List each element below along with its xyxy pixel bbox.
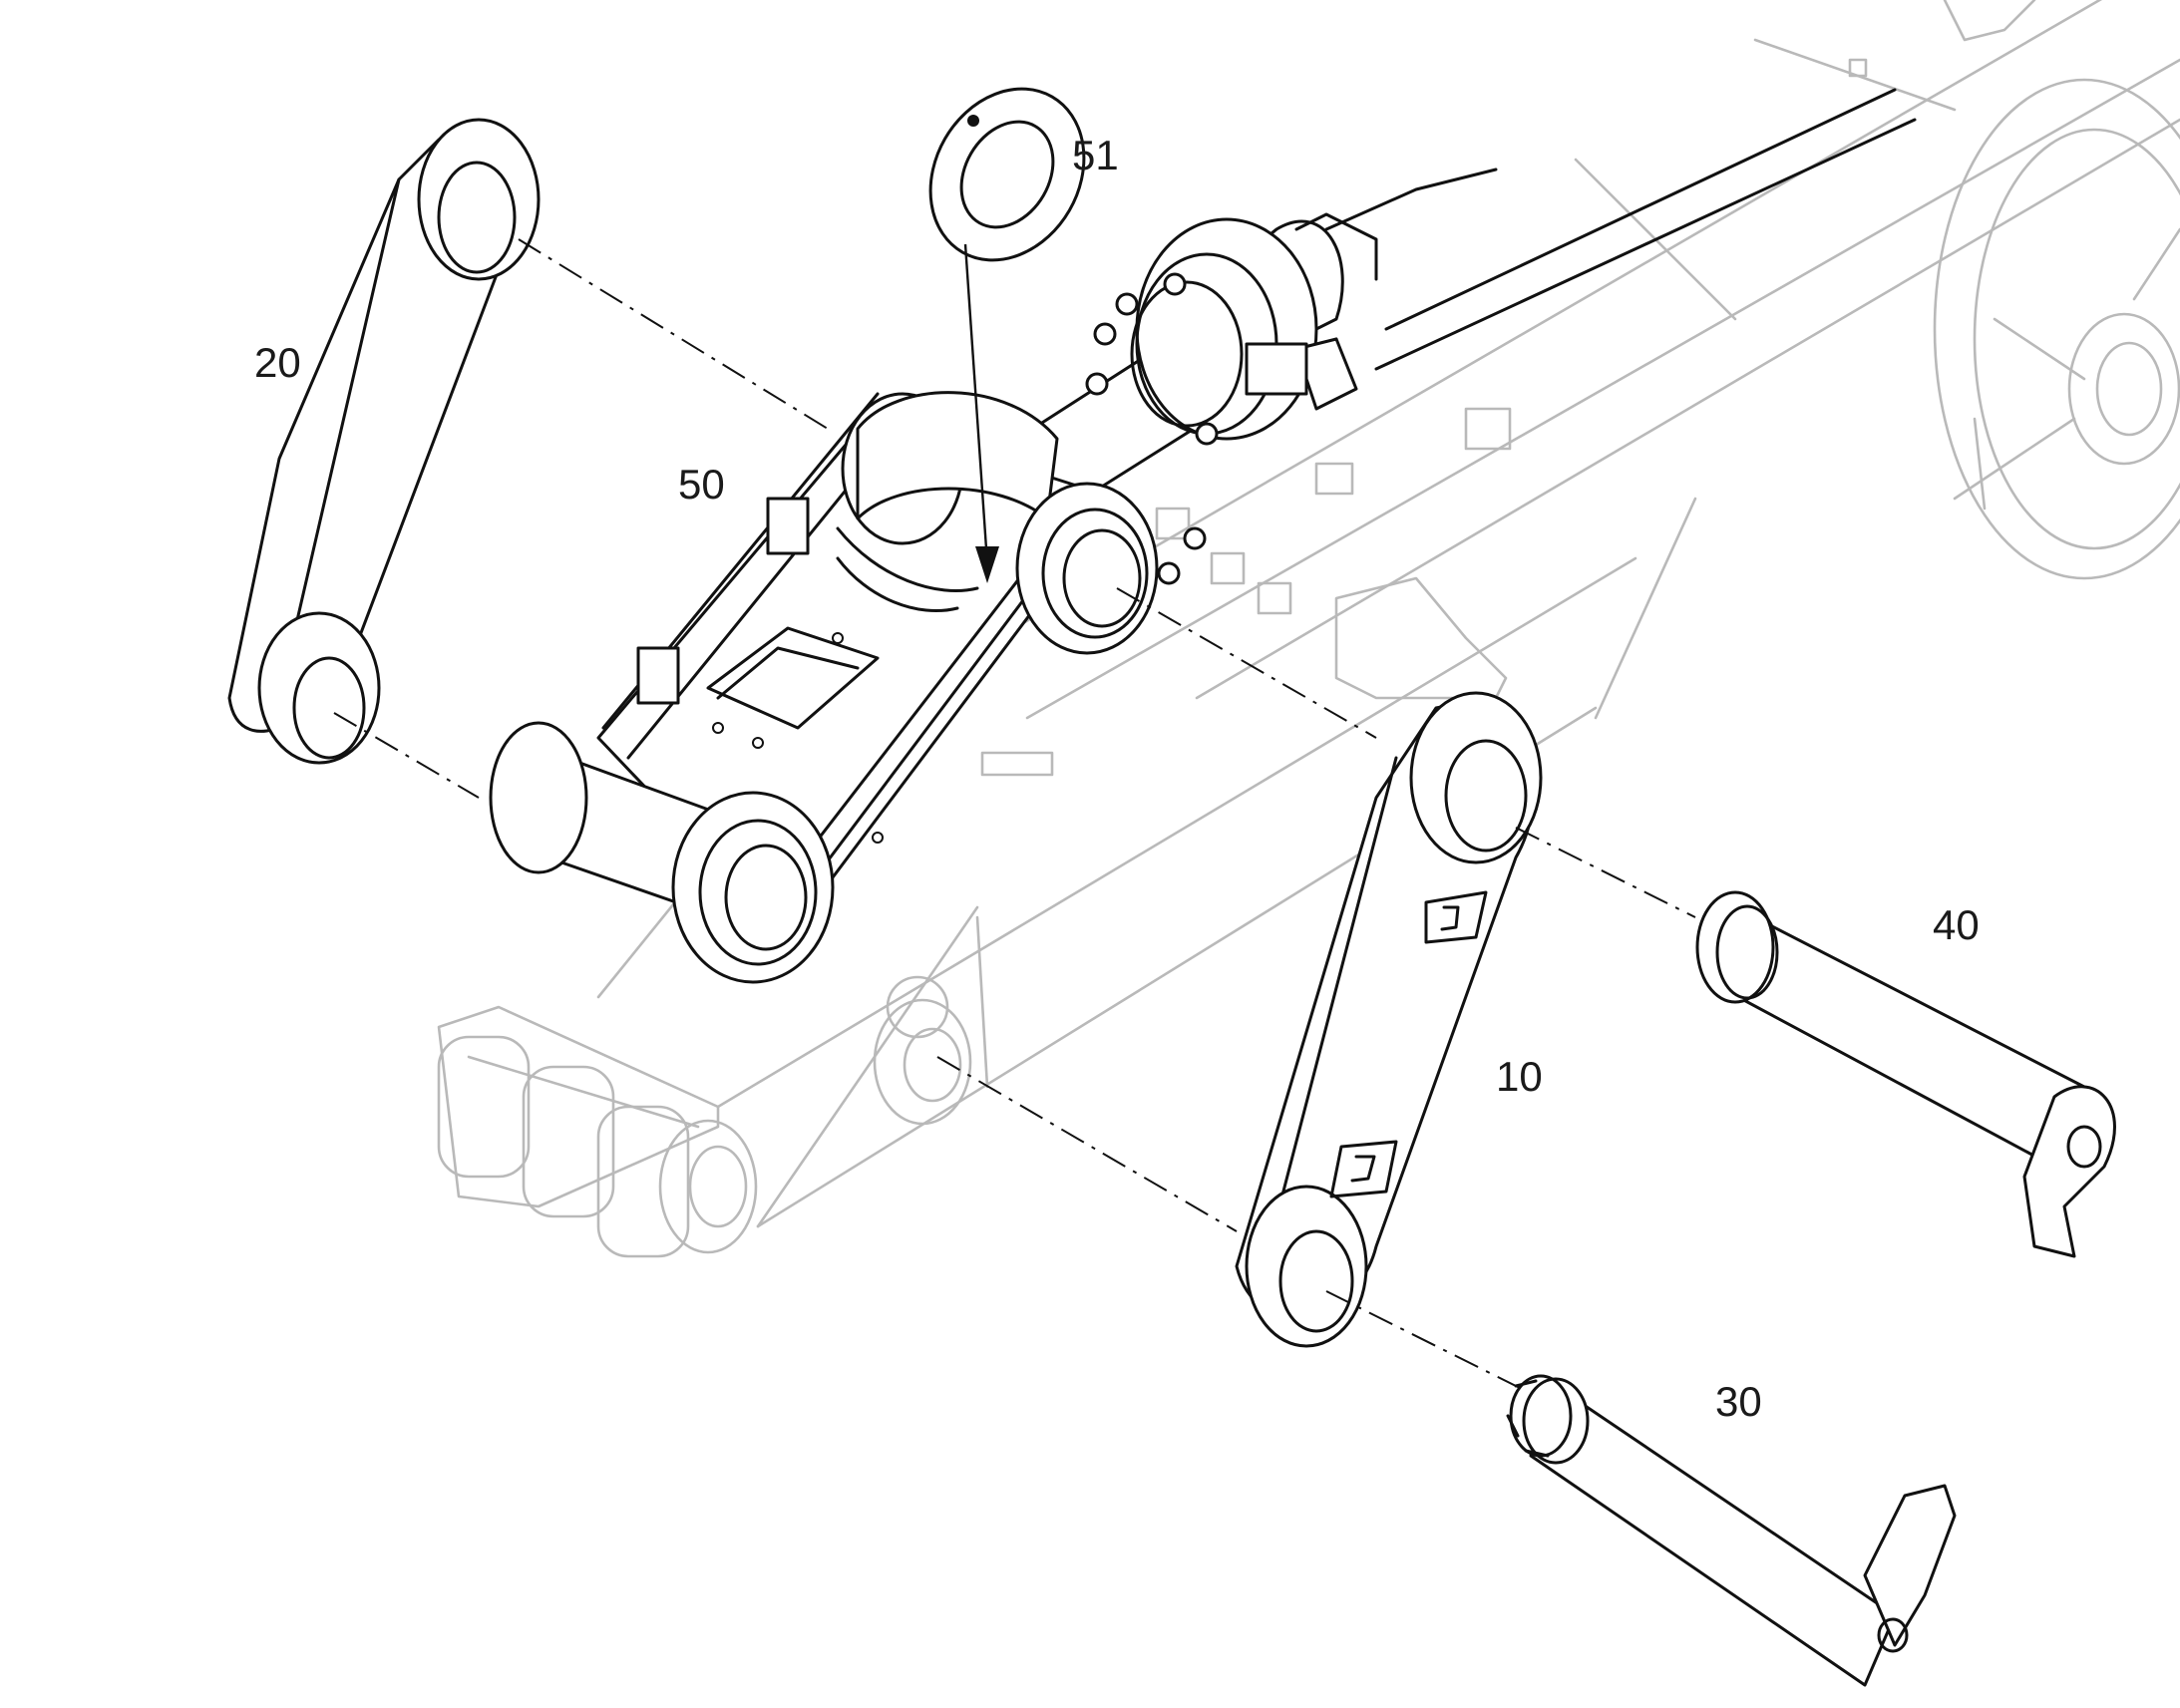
callout-50: 50 [678,461,725,508]
pin-part-30 [1506,1374,1957,1687]
callout-51: 51 [1072,132,1119,178]
spacer-ring-part-51 [928,87,1086,262]
link-part-10 [1235,691,1543,1348]
leader-arrow-51 [963,243,999,583]
callout-30: 30 [1715,1378,1762,1425]
callout-labels: 20 51 50 40 10 30 [254,132,1980,1425]
alignment-lines [333,238,1696,1392]
callout-10: 10 [1496,1053,1543,1100]
callout-40: 40 [1933,901,1980,948]
link-part-20 [227,118,541,765]
hydraulic-cylinder [1015,88,1917,585]
callout-20: 20 [254,339,301,386]
link-assembly-part-50 [489,391,1159,984]
pin-part-40 [1695,890,2116,1258]
